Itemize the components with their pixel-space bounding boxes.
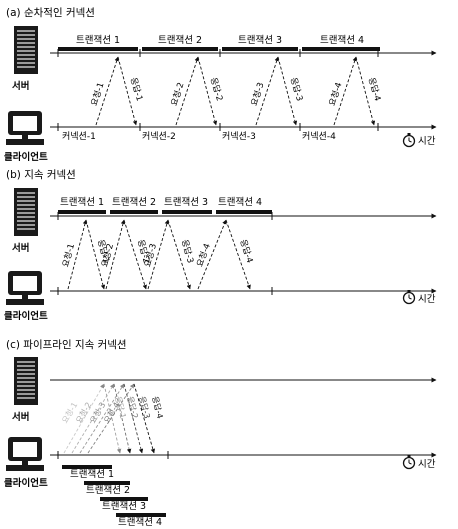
timeline-ticks (57, 49, 379, 131)
transaction-label: 트랜잭션 3 (102, 501, 146, 512)
request-label: 요청-4 (195, 242, 213, 268)
panel-title: (a) 순차적인 커넥션 (6, 7, 95, 19)
transaction-bars (58, 47, 380, 51)
transaction-bar (216, 210, 272, 214)
transaction-bar (116, 513, 166, 517)
transaction-bar (142, 47, 218, 51)
request-arrow (197, 219, 227, 290)
time-label: 시간 (418, 459, 436, 470)
response-label: 응답-2 (208, 76, 225, 102)
client-icon (6, 271, 44, 305)
response-arrow (117, 56, 138, 126)
clock-icon (402, 133, 416, 148)
transaction-bar (302, 47, 380, 51)
clock-icon (402, 290, 416, 305)
transaction-bar (84, 481, 130, 485)
transaction-label: 트랜잭션 3 (238, 35, 282, 46)
transaction-label: 트랜잭션 3 (164, 197, 208, 208)
transaction-bar (58, 210, 106, 214)
transaction-bar (62, 465, 112, 469)
client-label: 클라이언트 (4, 477, 48, 489)
transaction-bar (100, 497, 148, 501)
server-icon (14, 188, 38, 236)
transaction-label: 트랜잭션 2 (86, 485, 130, 496)
panel-title: (c) 파이프라인 지속 커넥션 (6, 339, 127, 351)
response-arrow (85, 219, 106, 290)
connection-label: 커넥션-1 (62, 131, 96, 142)
response-arrow (103, 383, 122, 454)
client-label: 클라이언트 (4, 151, 48, 163)
request-arrow (67, 219, 88, 290)
response-label: 응답-1 (128, 76, 145, 102)
panel-title: (b) 지속 커넥션 (6, 169, 76, 181)
request-arrow (175, 56, 199, 126)
client-icon (6, 111, 44, 145)
response-label: 응답-3 (288, 76, 305, 102)
transaction-label: 트랜잭션 1 (70, 469, 114, 480)
response-label: 응답-4 (150, 395, 165, 419)
client-label: 클라이언트 (4, 310, 48, 322)
response-arrow (123, 219, 147, 290)
transaction-bar (222, 47, 298, 51)
transaction-bar (110, 210, 158, 214)
request-label: 요청-3 (250, 81, 267, 107)
transaction-label: 트랜잭션 1 (60, 197, 104, 208)
transaction-label: 트랜잭션 2 (158, 35, 202, 46)
response-arrow (277, 56, 298, 126)
client-icon (6, 437, 44, 471)
connection-label: 커넥션-2 (142, 131, 176, 142)
panel-c: (c) 파이프라인 지속 커넥션 서버 클라이언트 (4, 339, 437, 528)
time-label: 시간 (418, 294, 436, 305)
request-arrow (63, 383, 105, 454)
response-arrow (225, 219, 251, 290)
transaction-bar (162, 210, 212, 214)
request-arrow (95, 56, 119, 126)
request-arrow (255, 56, 279, 126)
timeline-ticks (57, 212, 273, 295)
response-arrow (355, 56, 376, 126)
server-label: 서버 (12, 80, 29, 92)
request-label: 요청-2 (170, 81, 187, 107)
timeline-ticks (57, 451, 169, 459)
response-label: 응답-3 (179, 238, 196, 264)
connection-label: 커넥션-4 (302, 131, 336, 142)
request-arrow (87, 383, 135, 454)
request-label: 요청-4 (328, 81, 345, 107)
server-icon (14, 26, 38, 74)
connection-label: 커넥션-3 (222, 131, 256, 142)
panel-b: (b) 지속 커넥션 서버 클라이언트 (4, 169, 437, 322)
server-icon (14, 357, 38, 405)
request-arrow (79, 383, 125, 454)
response-arrow (167, 219, 191, 290)
response-arrow (197, 56, 218, 126)
request-arrow (105, 219, 126, 290)
transaction-bars (62, 465, 166, 517)
transaction-label: 트랜잭션 4 (118, 517, 162, 528)
request-arrow (333, 56, 357, 126)
server-label: 서버 (12, 242, 29, 254)
response-arrow (113, 383, 132, 454)
time-label: 시간 (418, 136, 436, 147)
transaction-label: 트랜잭션 4 (218, 197, 262, 208)
response-arrow (133, 383, 156, 454)
response-label: 응답-4 (366, 76, 383, 102)
clock-icon (402, 455, 416, 470)
request-arrow (147, 219, 170, 290)
transaction-label: 트랜잭션 4 (320, 35, 364, 46)
request-label: 요청-1 (90, 81, 107, 107)
response-arrow (123, 383, 144, 454)
transaction-label: 트랜잭션 2 (112, 197, 156, 208)
transaction-bar (58, 47, 138, 51)
transaction-label: 트랜잭션 1 (76, 35, 120, 46)
panel-a: (a) 순차적인 커넥션 서버 클라이언트 (4, 7, 437, 163)
server-label: 서버 (12, 411, 29, 423)
transaction-bars (58, 210, 272, 214)
